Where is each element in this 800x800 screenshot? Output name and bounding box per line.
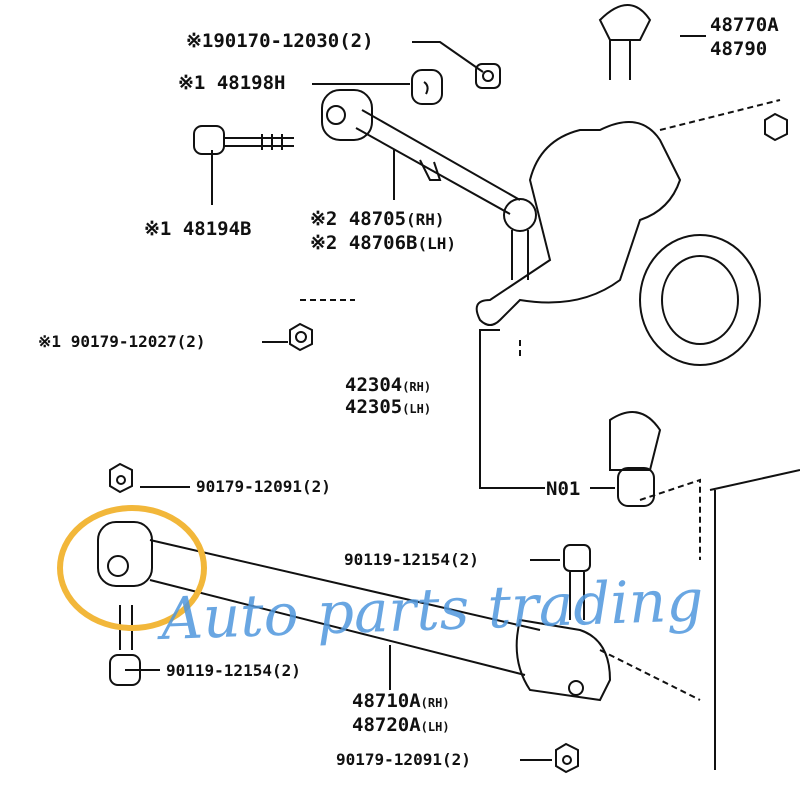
nut-90179-12091-top — [109, 462, 133, 494]
lower-arm-48710a — [97, 521, 612, 702]
nut-90179-12027 — [289, 322, 313, 352]
label-n01: N01 — [546, 478, 581, 500]
label-48706b: ※2 48706B(LH) — [310, 232, 456, 254]
nut-90179-12091-bottom — [555, 742, 579, 774]
upper-arm-48705 — [321, 89, 537, 280]
bolt-90119-lower — [109, 605, 141, 686]
label-42304: 42304(RH) — [345, 374, 432, 396]
bushing-48198h — [411, 69, 443, 105]
leader-lines — [125, 35, 800, 770]
bushing-n01 — [617, 467, 655, 507]
label-90179-12091-bottom: 90179-12091(2) — [336, 750, 471, 769]
label-48770a: 48770A — [710, 14, 779, 36]
bolt-90119-upper — [563, 544, 591, 620]
label-90179-12027: ※1 90179-12027(2) — [38, 332, 206, 351]
highlight-circle — [57, 505, 207, 631]
label-90119-12154-lower: 90119-12154(2) — [166, 661, 301, 680]
label-90170-12030: ※190170-12030(2) — [186, 30, 374, 52]
label-48194b: ※1 48194B — [144, 218, 252, 240]
bolt-48194b — [193, 125, 294, 155]
label-90119-12154-upper: 90119-12154(2) — [344, 550, 479, 569]
label-48710a: 48710A(RH) — [352, 690, 450, 712]
label-48720a: 48720A(LH) — [352, 714, 450, 736]
label-90179-12091-top: 90179-12091(2) — [196, 477, 331, 496]
label-48790: 48790 — [710, 38, 768, 60]
label-42305: 42305(LH) — [345, 396, 432, 418]
nut-90170 — [475, 63, 501, 89]
watermark: Auto parts trading — [159, 566, 705, 653]
label-48705: ※2 48705(RH) — [310, 208, 445, 230]
label-48198h: ※1 48198H — [178, 72, 286, 94]
knuckle-42304 — [475, 4, 788, 471]
